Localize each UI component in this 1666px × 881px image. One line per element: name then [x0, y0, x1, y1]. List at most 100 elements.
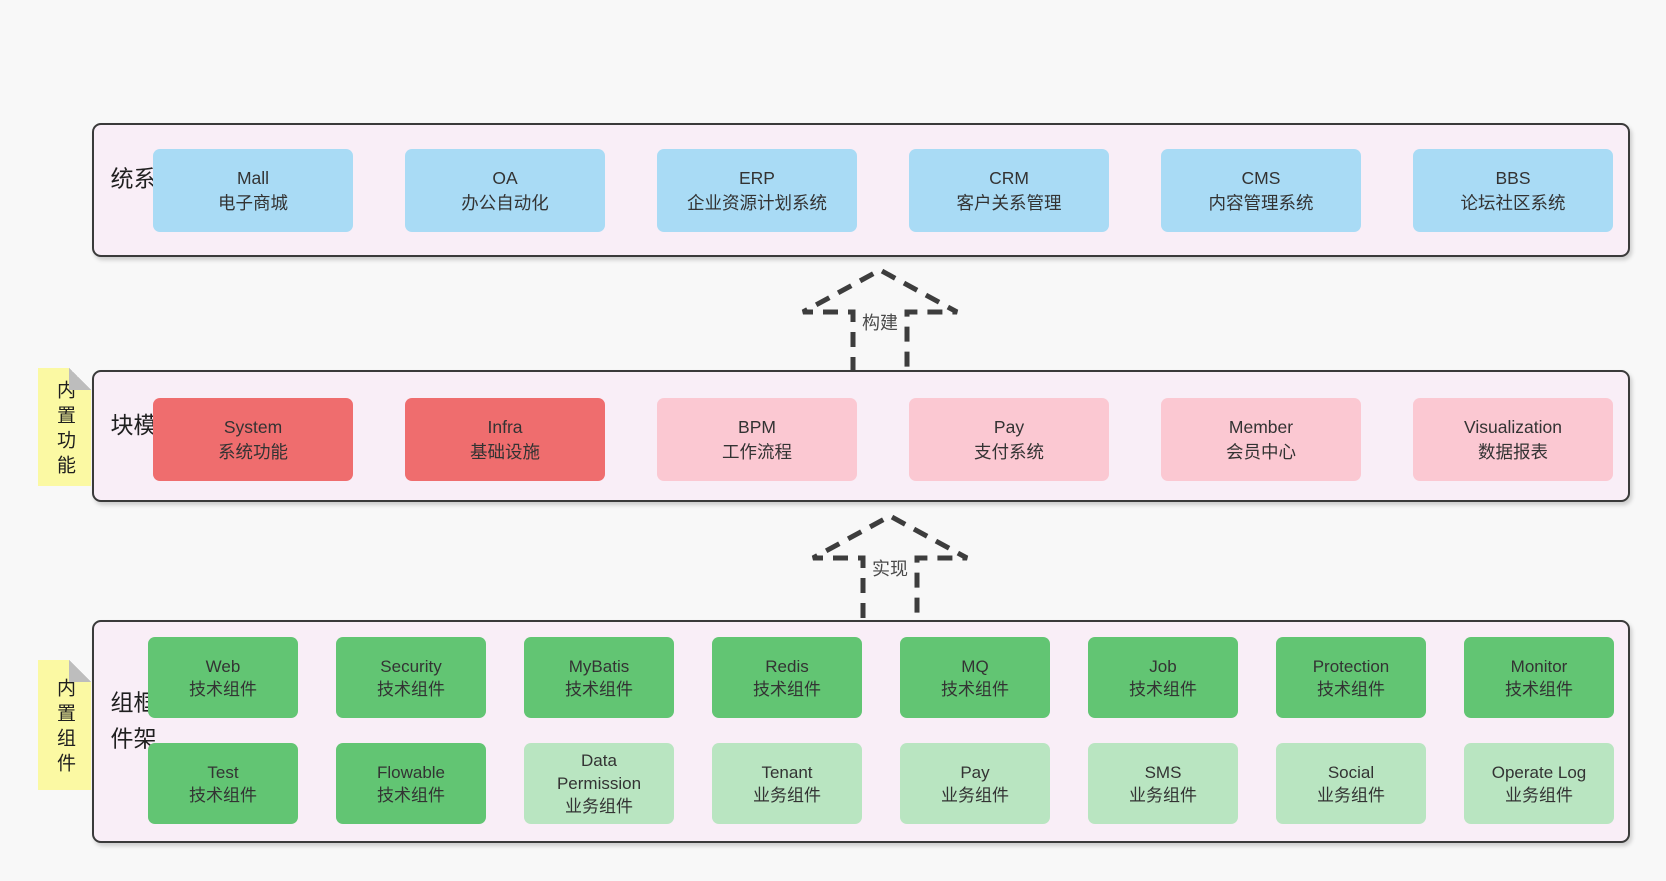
box-en: System	[223, 416, 283, 437]
business-boxes-row: Mall 电子商城 OA 办公自动化 ERP 企业资源计划系统 CRM 客户关系…	[153, 149, 1613, 232]
box-zh: 技术组件	[753, 679, 821, 699]
sticky-note-builtin-features: 内置功能	[38, 368, 91, 486]
box-zh: 基础设施	[470, 441, 540, 462]
box-en: BBS	[1495, 167, 1531, 188]
modules-boxes-row: System 系统功能 Infra 基础设施 BPM 工作流程 Pay 支付系统…	[153, 398, 1613, 481]
box-en: Infra	[487, 416, 523, 437]
box-zh: 技术组件	[189, 679, 257, 699]
box-en: Operate Log	[1491, 762, 1587, 782]
box-zh: 业务组件	[1317, 785, 1385, 805]
box-zh: 业务组件	[941, 785, 1009, 805]
box-bbs: BBS 论坛社区系统	[1413, 149, 1613, 232]
box-operate-log: Operate Log 业务组件	[1464, 743, 1614, 824]
box-member: Member 会员中心	[1161, 398, 1361, 481]
box-zh: 技术组件	[377, 785, 445, 805]
box-zh: 电子商城	[218, 192, 288, 213]
box-en: Mall	[236, 167, 270, 188]
box-bpm: BPM 工作流程	[657, 398, 857, 481]
box-en: ERP	[739, 167, 775, 188]
box-protection: Protection 技术组件	[1276, 637, 1426, 718]
box-oa: OA 办公自动化	[405, 149, 605, 232]
box-visualization: Visualization 数据报表	[1413, 398, 1613, 481]
box-erp: ERP 企业资源计划系统	[657, 149, 857, 232]
box-tenant: Tenant 业务组件	[712, 743, 862, 824]
box-zh: 技术组件	[189, 785, 257, 805]
arrow-implement-label: 实现	[867, 554, 913, 582]
box-cms: CMS 内容管理系统	[1161, 149, 1361, 232]
box-system: System 系统功能	[153, 398, 353, 481]
box-zh: 技术组件	[1317, 679, 1385, 699]
box-zh: 论坛社区系统	[1460, 192, 1566, 213]
box-zh: 支付系统	[974, 441, 1044, 462]
box-monitor: Monitor 技术组件	[1464, 637, 1614, 718]
components-row-1: Web 技术组件 Security 技术组件 MyBatis 技术组件 Redi…	[148, 637, 1614, 718]
box-crm: CRM 客户关系管理	[909, 149, 1109, 232]
box-en: OA	[492, 167, 518, 188]
box-social: Social 业务组件	[1276, 743, 1426, 824]
box-pay-system: Pay 支付系统	[909, 398, 1109, 481]
box-zh: 内容管理系统	[1208, 192, 1314, 213]
box-mybatis: MyBatis 技术组件	[524, 637, 674, 718]
box-mall: Mall 电子商城	[153, 149, 353, 232]
box-zh: 业务组件	[1129, 785, 1197, 805]
arrow-implement: 实现	[805, 508, 975, 618]
layer-common-modules: 通用模块 System 系统功能 Infra 基础设施 BPM 工作流程 Pay…	[92, 370, 1630, 502]
sticky-note-text: 内置组件	[54, 678, 75, 778]
box-sms: SMS 业务组件	[1088, 743, 1238, 824]
box-en: Test	[207, 762, 239, 782]
up-arrow-dashed-icon	[811, 513, 969, 618]
box-zh: 业务组件	[1505, 785, 1573, 805]
box-en: Social	[1327, 762, 1375, 782]
box-en: Data Permission	[556, 751, 642, 793]
box-zh: 技术组件	[565, 679, 633, 699]
box-zh: 数据报表	[1478, 441, 1548, 462]
box-en: Member	[1228, 416, 1294, 437]
box-en: MQ	[961, 656, 989, 676]
box-data-permission: Data Permission 业务组件	[524, 743, 674, 824]
box-en: Job	[1149, 656, 1177, 676]
box-test: Test 技术组件	[148, 743, 298, 824]
up-arrow-dashed-icon	[801, 267, 959, 372]
box-en: Monitor	[1510, 656, 1568, 676]
components-row-2: Test 技术组件 Flowable 技术组件 Data Permission …	[148, 743, 1614, 824]
box-infra: Infra 基础设施	[405, 398, 605, 481]
sticky-note-builtin-components: 内置组件	[38, 660, 91, 790]
box-zh: 客户关系管理	[956, 192, 1062, 213]
box-zh: 会员中心	[1226, 441, 1296, 462]
box-en: Redis	[765, 656, 809, 676]
sticky-note-text: 内置功能	[54, 380, 75, 480]
box-en: Security	[380, 656, 442, 676]
box-job: Job 技术组件	[1088, 637, 1238, 718]
box-en: Web	[205, 656, 241, 676]
box-en: CMS	[1241, 167, 1281, 188]
box-zh: 业务组件	[753, 785, 821, 805]
box-web: Web 技术组件	[148, 637, 298, 718]
box-en: Tenant	[761, 762, 813, 782]
box-en: Visualization	[1464, 416, 1562, 437]
box-zh: 企业资源计划系统	[687, 192, 827, 213]
box-zh: 办公自动化	[461, 192, 549, 213]
box-security: Security 技术组件	[336, 637, 486, 718]
box-zh: 业务组件	[565, 797, 633, 816]
box-en: MyBatis	[568, 656, 630, 676]
box-redis: Redis 技术组件	[712, 637, 862, 718]
box-pay-component: Pay 业务组件	[900, 743, 1050, 824]
side-label-components: 框架组件	[107, 689, 156, 762]
box-zh: 技术组件	[941, 679, 1009, 699]
box-en: SMS	[1144, 762, 1182, 782]
arrow-build-label: 构建	[857, 308, 903, 336]
box-en: Pay	[960, 762, 990, 782]
box-zh: 系统功能	[218, 441, 288, 462]
box-zh: 工作流程	[722, 441, 792, 462]
box-mq: MQ 技术组件	[900, 637, 1050, 718]
box-zh: 技术组件	[1505, 679, 1573, 699]
box-en: CRM	[989, 167, 1029, 188]
box-zh: 技术组件	[1129, 679, 1197, 699]
layer-business-systems: 业务系统 Mall 电子商城 OA 办公自动化 ERP 企业资源计划系统 CRM…	[92, 123, 1630, 257]
box-en: Flowable	[376, 762, 446, 782]
arrow-build: 构建	[795, 262, 965, 372]
box-zh: 技术组件	[377, 679, 445, 699]
box-en: BPM	[738, 416, 776, 437]
layer-framework-components: 框架组件 Web 技术组件 Security 技术组件 MyBatis 技术组件…	[92, 620, 1630, 843]
